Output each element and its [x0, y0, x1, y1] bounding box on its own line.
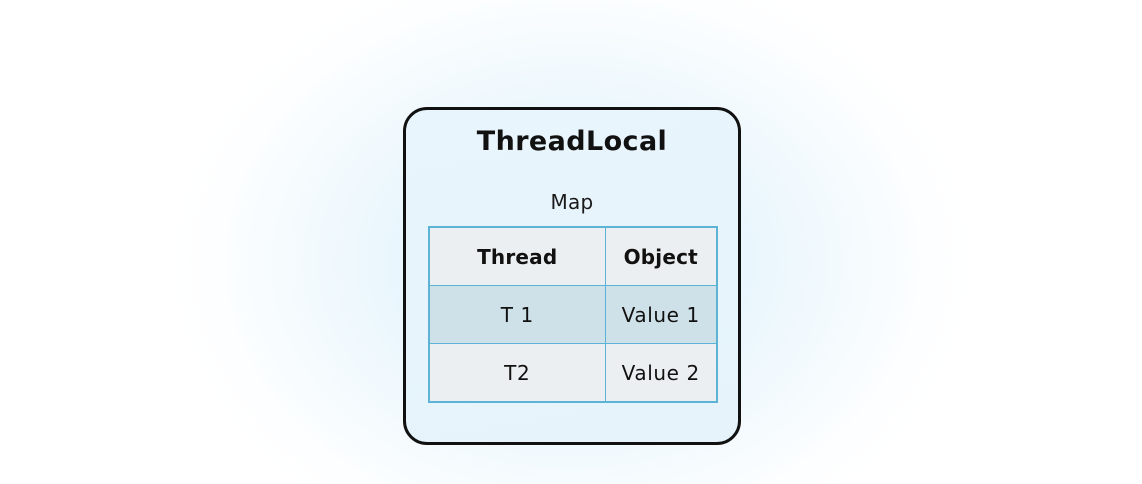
map-label: Map: [550, 190, 594, 214]
table-row: T 1 Value 1: [428, 285, 718, 344]
column-header-thread: Thread: [428, 226, 606, 286]
column-header-object: Object: [604, 226, 718, 286]
map-table: Thread Object T 1 Value 1 T2 Value 2: [428, 226, 718, 403]
threadlocal-card: ThreadLocal Map Thread Object T 1 Value …: [403, 107, 741, 445]
table-row: T2 Value 2: [428, 343, 718, 403]
cell-thread-1: T 1: [428, 285, 606, 344]
table-header-row: Thread Object: [428, 226, 718, 286]
page-title: ThreadLocal: [476, 126, 668, 157]
cell-thread-2: T2: [428, 343, 606, 403]
cell-object-1: Value 1: [604, 285, 718, 344]
cell-object-2: Value 2: [604, 343, 718, 403]
